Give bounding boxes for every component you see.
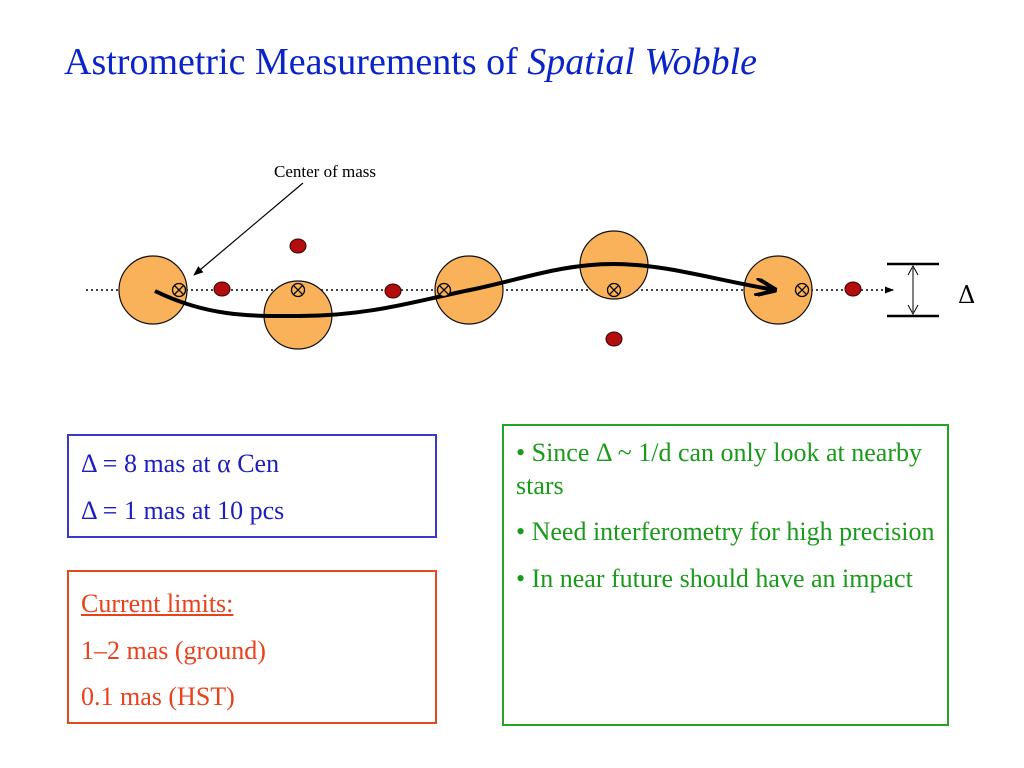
info-line: Δ = 1 mas at 10 pcs [81,495,285,525]
limits-line: 1–2 mas (ground) [81,635,266,665]
center-of-mass-pointer [193,182,304,276]
notes-bullet: • In near future should have an impact [516,563,913,593]
planet [289,238,307,254]
planet [213,281,231,297]
center-of-mass-marker [606,282,622,298]
center-of-mass-marker [290,282,306,298]
delta-indicator [887,262,939,318]
title-emphasis: Spatial Wobble [527,41,758,83]
delta-label: Δ [958,281,975,309]
center-of-mass-marker [171,282,187,298]
star [118,255,188,325]
planet [605,331,623,347]
limits-box: Current limits: 1–2 mas (ground) 0.1 mas… [67,570,437,724]
center-of-mass-marker [794,282,810,298]
limits-heading: Current limits: [81,589,234,618]
limits-line: 0.1 mas (HST) [81,682,235,711]
title-main: Astrometric Measurements of [64,41,528,83]
notes-bullet: • Since Δ ~ 1/d can only look at nearby … [516,438,922,500]
center-of-mass-label: Center of mass [274,162,376,181]
notes-box: • Since Δ ~ 1/d can only look at nearby … [502,424,949,726]
wobble-path [154,261,775,319]
wobble-diagram: Center of mass Δ [86,162,975,350]
page-title: Astrometric Measurements of Spatial Wobb… [64,40,757,84]
info-line: Δ = 8 mas at α Cen [81,449,280,478]
planet [844,281,862,297]
center-of-mass-marker [436,282,452,298]
info-box: Δ = 8 mas at α Cen Δ = 1 mas at 10 pcs [67,434,437,538]
planet [384,283,402,299]
notes-bullet: • Need interferometry for high precision [516,517,935,546]
